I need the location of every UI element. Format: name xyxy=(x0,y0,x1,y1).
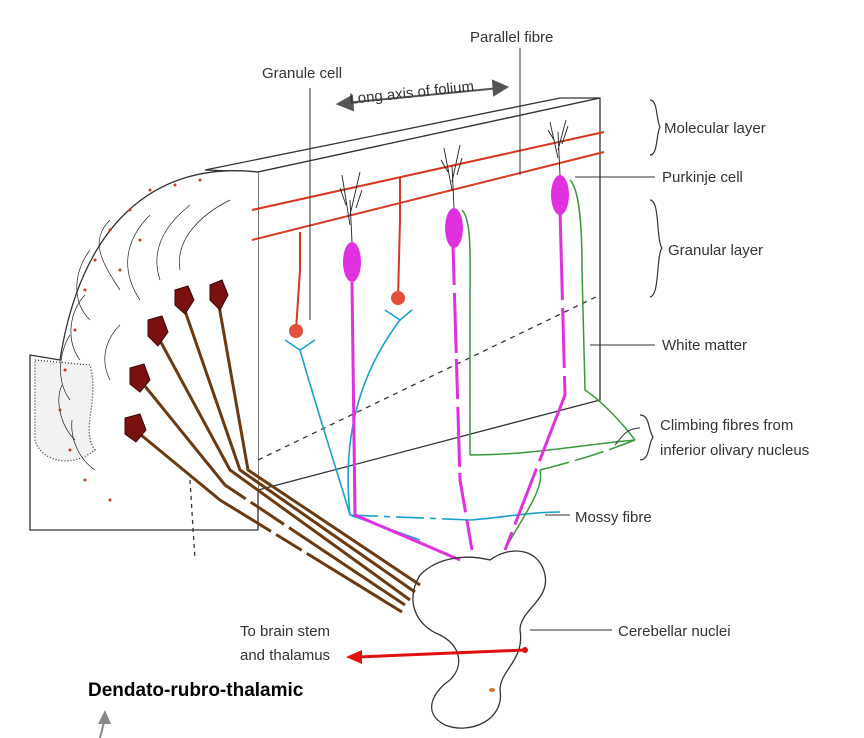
label-climbing-fibres-2: inferior olivary nucleus xyxy=(660,442,809,459)
label-parallel-fibre: Parallel fibre xyxy=(470,29,553,46)
purkinje-soma-3 xyxy=(551,175,569,215)
label-molecular-layer: Molecular layer xyxy=(664,120,766,137)
pointer-arrow xyxy=(98,710,111,738)
label-white-matter: White matter xyxy=(662,337,747,354)
nucleus-dot xyxy=(489,688,495,692)
white-matter-tongue xyxy=(35,360,95,461)
purkinje-soma-1 xyxy=(343,242,361,282)
label-brain-stem-1: To brain stem xyxy=(240,623,330,640)
label-granular-layer: Granular layer xyxy=(668,242,763,259)
label-purkinje-cell: Purkinje cell xyxy=(662,169,743,186)
label-brain-stem-2: and thalamus xyxy=(240,647,330,664)
block-side-curve xyxy=(30,171,258,530)
layer-braces xyxy=(640,100,662,460)
purkinje-soma-2 xyxy=(445,208,463,248)
label-dendato-rubro-thalamic: Dendato-rubro-thalamic xyxy=(88,680,304,701)
cerebellar-nuclei-outline xyxy=(413,551,546,728)
label-granule-cell: Granule cell xyxy=(262,65,342,82)
output-arrow xyxy=(346,647,528,664)
label-cerebellar-nuclei: Cerebellar nuclei xyxy=(618,623,731,640)
label-long-axis: Long axis of folium xyxy=(349,78,475,108)
granule-cell-soma-1 xyxy=(289,324,303,338)
granule-cell-soma-2 xyxy=(391,291,405,305)
label-mossy-fibre: Mossy fibre xyxy=(575,509,652,526)
label-climbing-fibres-1: Climbing fibres from xyxy=(660,417,793,434)
folium-block xyxy=(30,98,600,560)
